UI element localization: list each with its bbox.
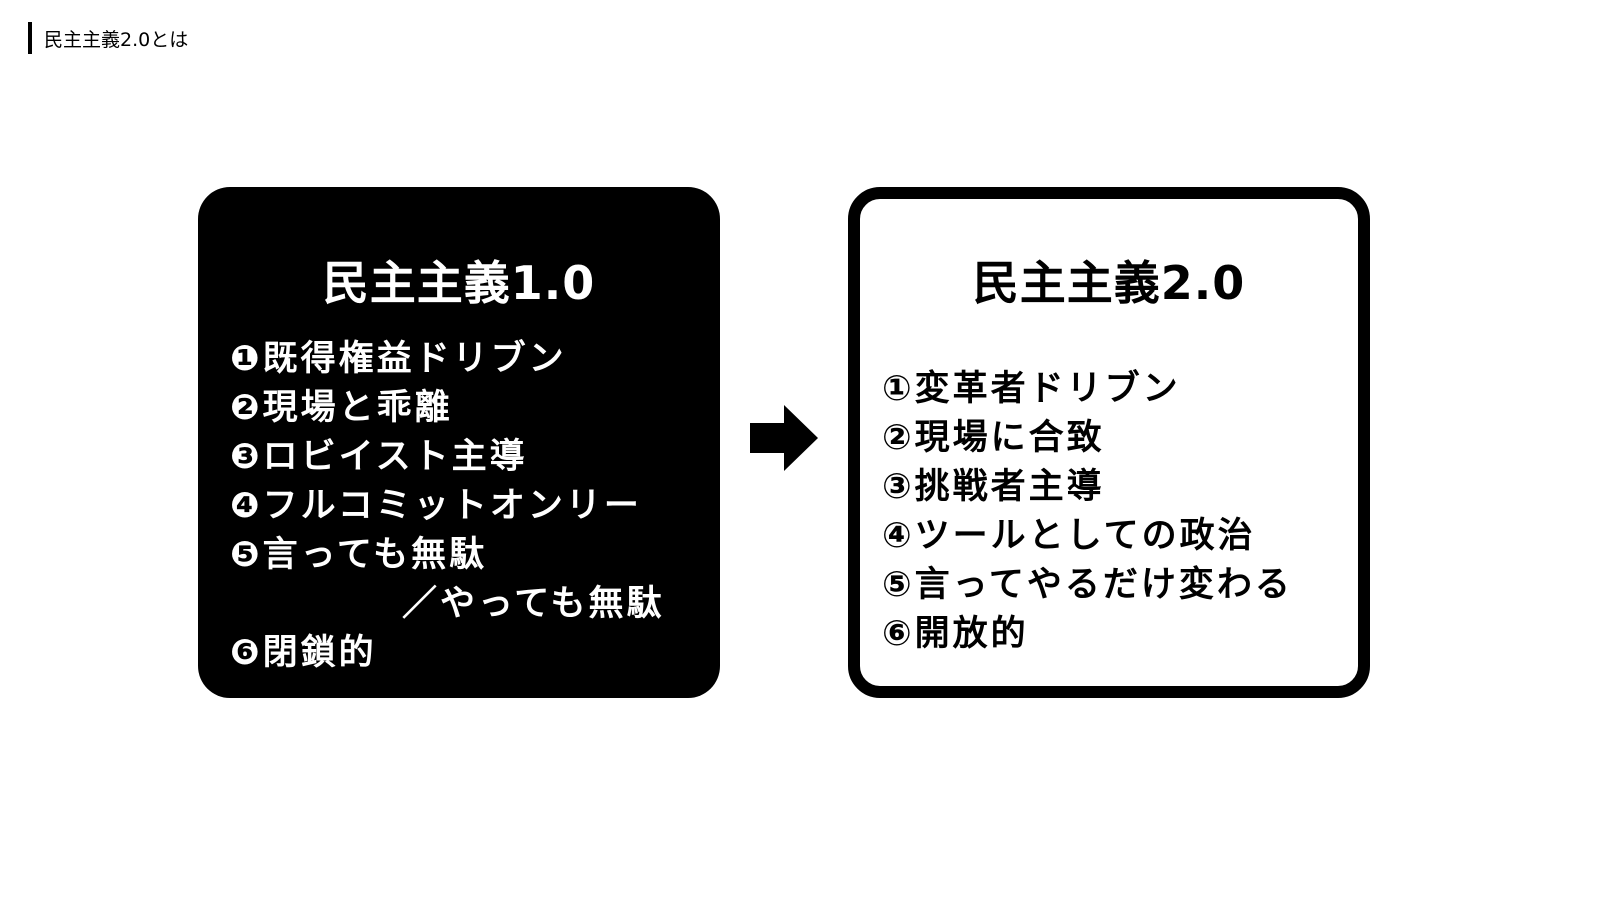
list-item: ⑥開放的 — [882, 614, 1029, 654]
list-item: ❶既得権益ドリブン — [230, 339, 567, 379]
list-item: ②現場に合致 — [882, 418, 1105, 458]
feature-list: ①変革者ドリブン ②現場に合致 ③挑戦者主導 ④ツールとしての政治 ⑤言ってやる… — [882, 365, 1293, 659]
panel-title: 民主主義2.0 — [972, 256, 1246, 310]
list-item: ❷現場と乖離 — [230, 388, 453, 428]
list-item: ④ツールとしての政治 — [882, 516, 1256, 556]
list-item: ❻閉鎖的 — [230, 633, 377, 673]
democracy-1-panel: 民主主義1.0 ❶既得権益ドリブン ❷現場と乖離 ❸ロビイスト主導 ❹フルコミッ… — [198, 187, 720, 698]
panel-title: 民主主義1.0 — [322, 256, 596, 310]
list-item: ③挑戦者主導 — [882, 467, 1105, 507]
slide-title: 民主主義2.0とは — [44, 28, 189, 51]
slide-header: 民主主義2.0とは — [28, 22, 188, 54]
right-arrow-icon — [750, 405, 818, 471]
list-item-continuation: ／やっても無駄 — [402, 584, 665, 624]
header-accent-bar — [28, 22, 32, 54]
list-item: ❹フルコミットオンリー — [230, 486, 642, 526]
democracy-2-panel: 民主主義2.0 ①変革者ドリブン ②現場に合致 ③挑戦者主導 ④ツールとしての政… — [848, 187, 1370, 698]
list-item: ❺言っても無駄 — [230, 535, 488, 575]
list-item: ⑤言ってやるだけ変わる — [882, 565, 1293, 605]
feature-list: ❶既得権益ドリブン ❷現場と乖離 ❸ロビイスト主導 ❹フルコミットオンリー ❺言… — [230, 335, 665, 678]
list-item: ①変革者ドリブン — [882, 369, 1181, 409]
list-item: ❸ロビイスト主導 — [230, 437, 528, 477]
